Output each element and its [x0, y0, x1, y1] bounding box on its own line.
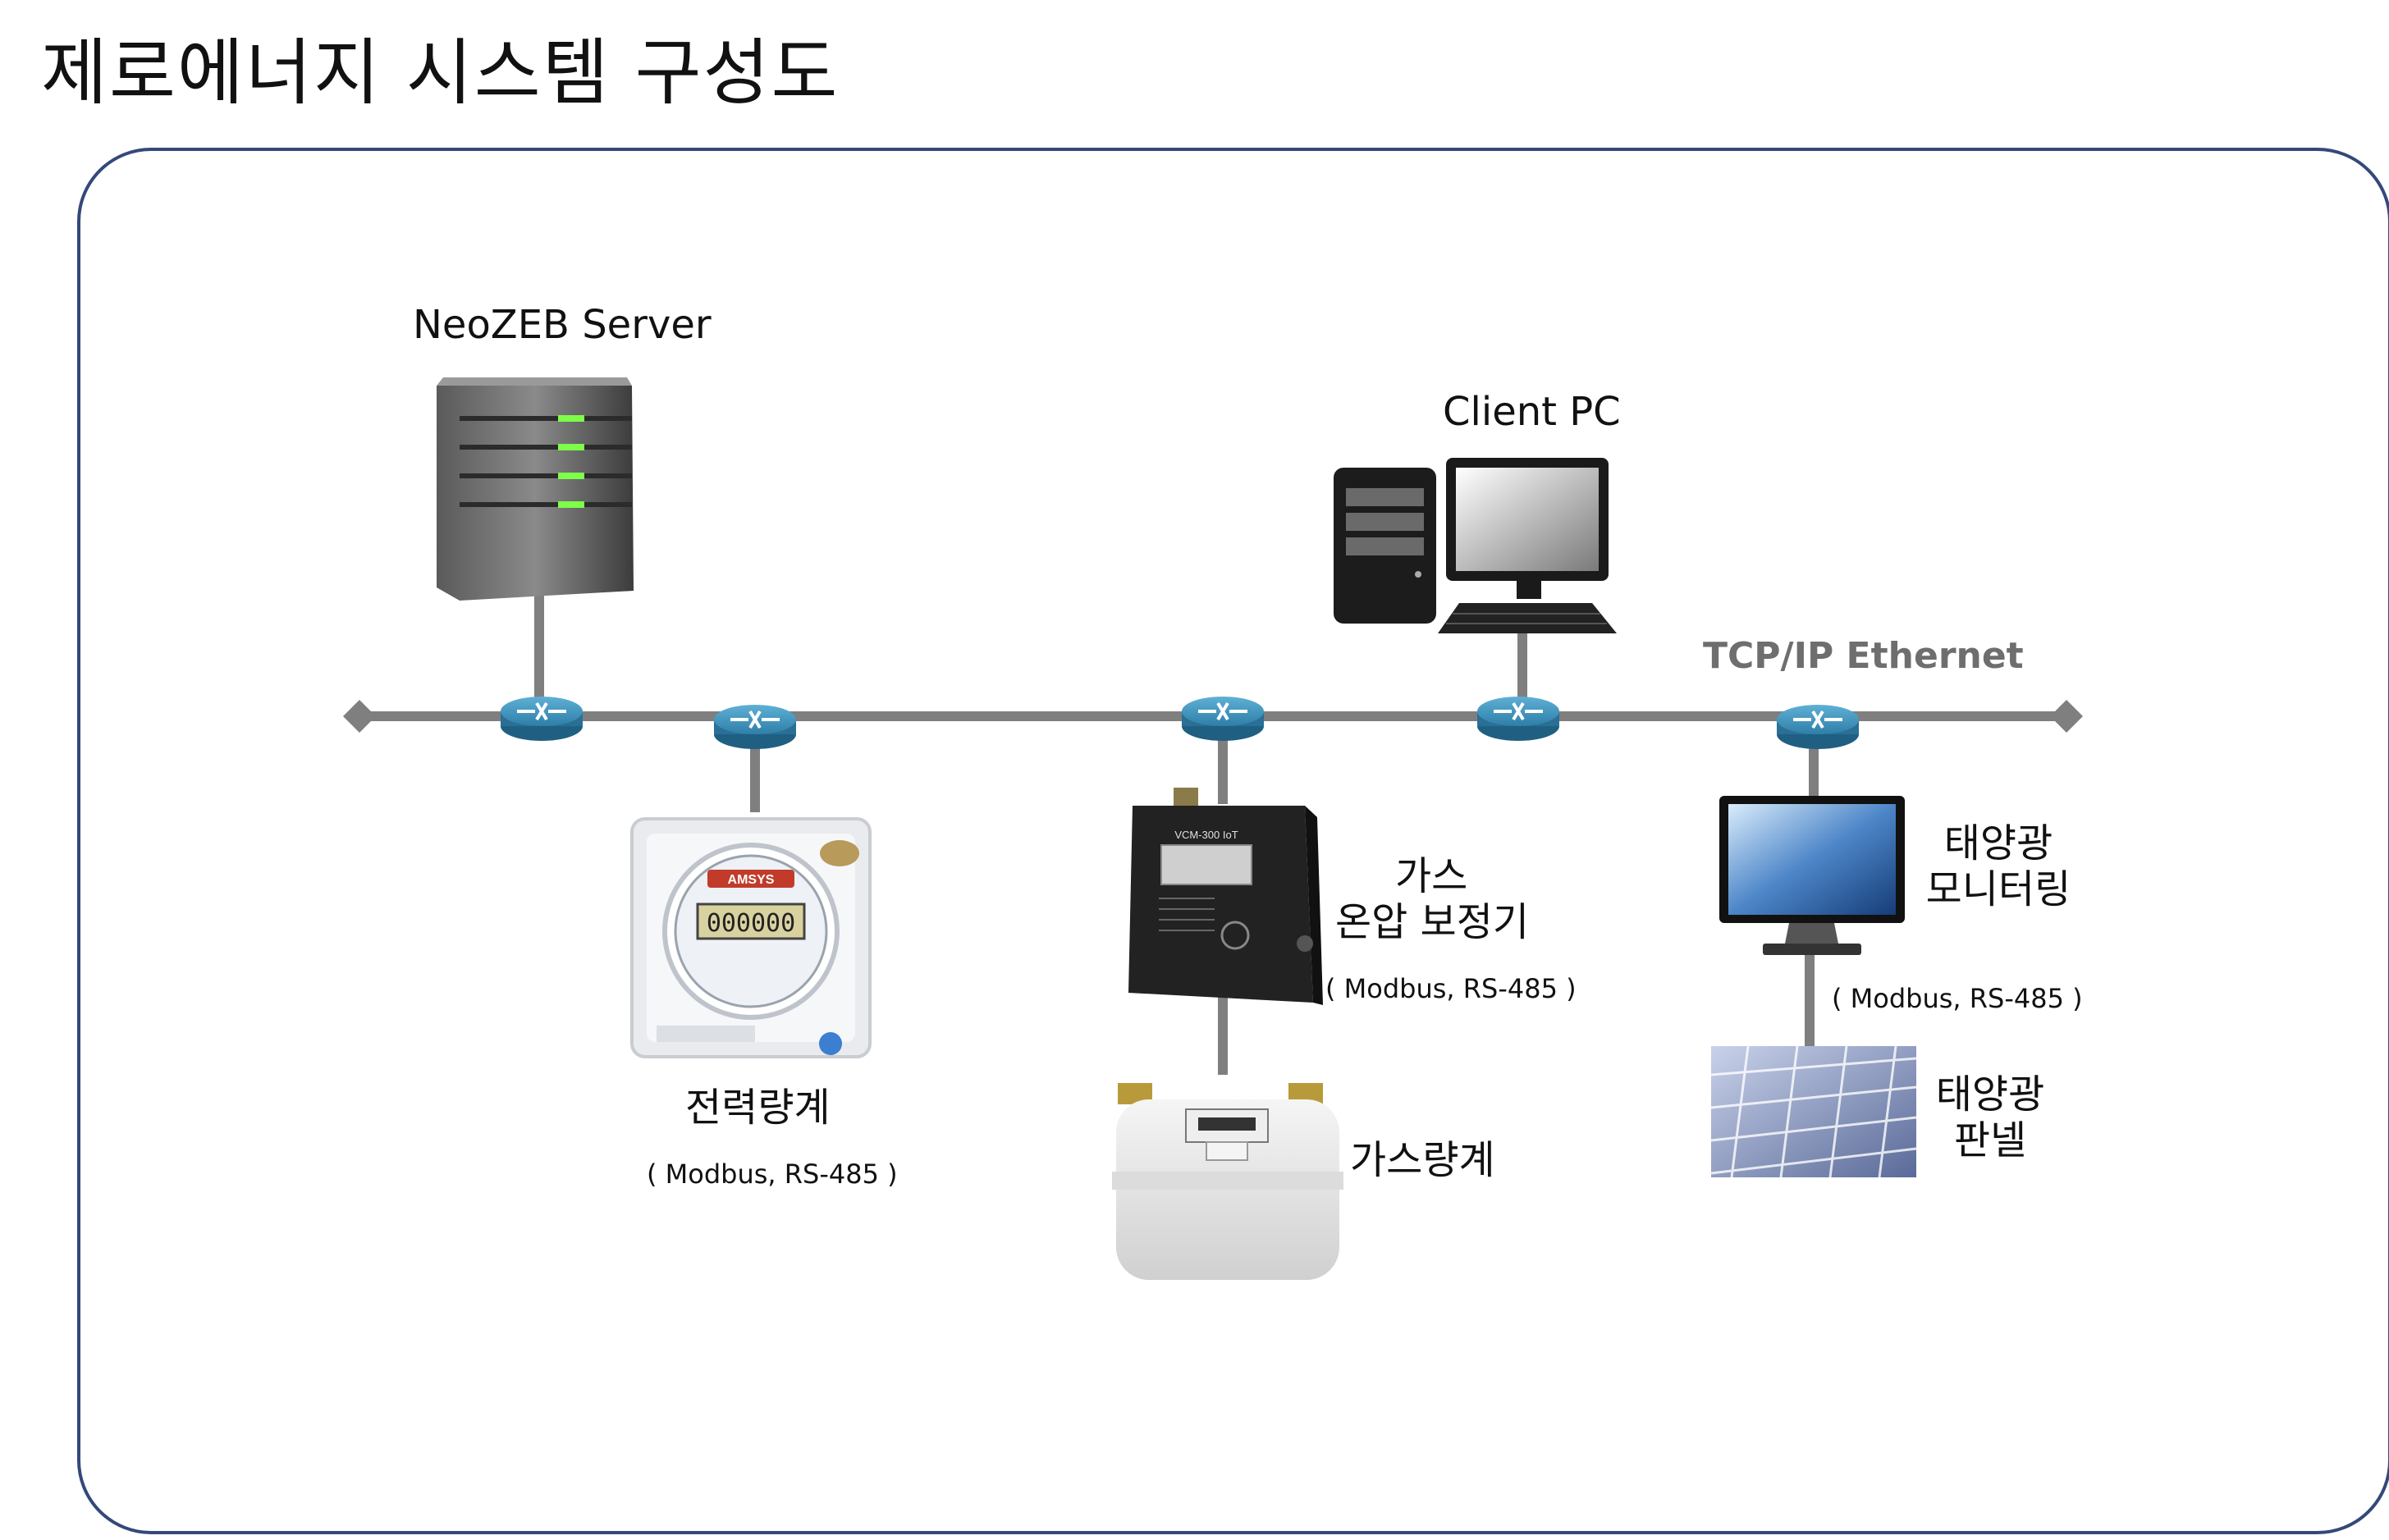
vcm-label: VCM-300 IoT [1174, 829, 1238, 841]
bus-end-right-icon [2050, 700, 2083, 733]
gas-corrector-label-line1: 가스 [1395, 853, 1468, 899]
solar-panel-label-line1: 태양광 [1935, 1072, 2045, 1117]
router-icon [1476, 695, 1561, 743]
network-label: TCP/IP Ethernet [1703, 635, 2024, 677]
router-icon [1775, 703, 1860, 751]
power-meter-protocol: ( Modbus, RS-485 ) [647, 1158, 898, 1190]
meter-digits: 000000 [707, 909, 795, 938]
router-icon [712, 703, 798, 751]
solar-panel-label-line2: 판넬 [1953, 1117, 2027, 1163]
gas-meter-icon [1112, 1083, 1343, 1280]
gas-corrector-protocol: ( Modbus, RS-485 ) [1325, 973, 1577, 1004]
bus-end-left-icon [343, 700, 376, 733]
power-meter-icon: 000000 AMSYS [630, 817, 872, 1058]
gas-corrector-icon: VCM-300 IoT [1128, 788, 1323, 1005]
client-pc-label: Client PC [1443, 389, 1621, 435]
page-title: 제로에너지 시스템 구성도 [41, 30, 840, 115]
router-icon [499, 695, 584, 743]
power-meter-label: 전력량계 [685, 1085, 831, 1131]
client-pc-icon [1334, 458, 1617, 633]
server-label: NeoZEB Server [413, 302, 712, 348]
meter-brand: AMSYS [728, 873, 775, 887]
solar-monitor-protocol: ( Modbus, RS-485 ) [1832, 983, 2083, 1014]
gas-meter-label: 가스량계 [1350, 1137, 1495, 1183]
solar-panel-icon [1710, 1045, 1917, 1178]
solar-monitor-label-line1: 태양광 [1943, 820, 2053, 866]
gas-corrector-label-line2: 온압 보정기 [1334, 899, 1530, 945]
solar-monitor-icon [1719, 796, 1905, 955]
server-icon [437, 377, 634, 601]
solar-monitor-label-line2: 모니터링 [1925, 866, 2071, 912]
router-icon [1180, 695, 1265, 743]
